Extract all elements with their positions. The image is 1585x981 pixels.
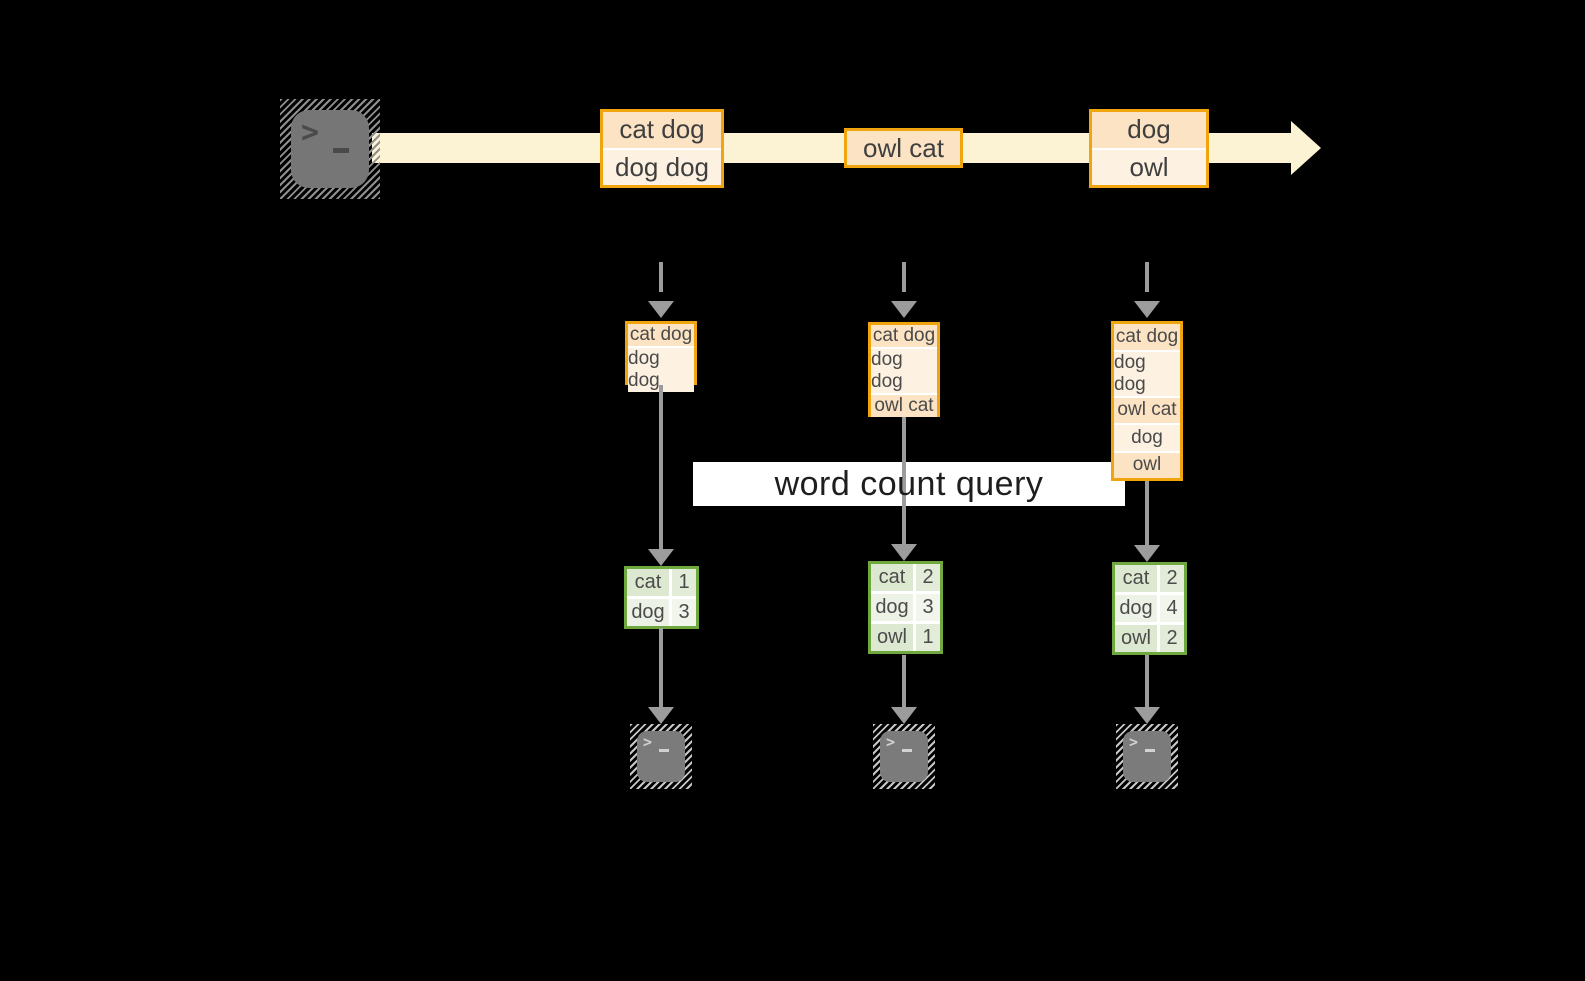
count-cell: 4	[1160, 595, 1184, 622]
count-table: cat 1 dog 3	[624, 566, 699, 629]
record-buffer: cat dog dog dog owl cat dog owl	[1111, 321, 1183, 481]
prompt-chevron-icon: >	[1129, 733, 1139, 751]
query-arrow-shaft	[659, 385, 663, 550]
ingest-arrow-shaft	[659, 262, 663, 292]
stream-record: dog dog	[603, 147, 721, 185]
terminal-screen: >	[637, 731, 685, 782]
ingest-arrow-shaft	[902, 262, 906, 292]
count-cell: 2	[1160, 565, 1184, 592]
output-terminal-icon: >	[1116, 724, 1178, 789]
stream-record-batch: owl cat	[844, 128, 963, 168]
prompt-cursor-icon	[1145, 749, 1155, 752]
stream-arrowhead-icon	[1291, 121, 1321, 175]
prompt-chevron-icon: >	[301, 115, 320, 150]
buffered-record: cat dog	[871, 325, 937, 347]
query-arrow-head-icon	[648, 549, 674, 566]
word-cell: owl	[1115, 625, 1157, 652]
terminal-screen: >	[291, 110, 369, 188]
output-arrow-shaft	[902, 655, 906, 708]
stream-record-batch: cat dog dog dog	[600, 109, 724, 188]
stream-record: cat dog	[603, 112, 721, 148]
output-terminal-icon: >	[873, 724, 935, 789]
word-cell: cat	[1115, 565, 1157, 592]
prompt-chevron-icon: >	[643, 733, 653, 751]
count-cell: 3	[672, 599, 696, 626]
count-cell: 2	[916, 564, 940, 591]
stream-record: dog	[1092, 112, 1206, 148]
count-cell: 1	[916, 624, 940, 651]
record-buffer: cat dog dog dog	[625, 321, 697, 392]
ingest-arrow-shaft	[1145, 262, 1149, 292]
word-cell: dog	[871, 594, 913, 621]
word-cell: cat	[627, 569, 669, 596]
query-banner-label: word count query	[774, 464, 1044, 503]
buffered-record: cat dog	[628, 324, 694, 346]
prompt-chevron-icon: >	[886, 733, 896, 751]
word-cell: dog	[1115, 595, 1157, 622]
buffered-record: dog dog	[871, 347, 937, 393]
ingest-arrow-head-icon	[648, 301, 674, 318]
terminal-screen: >	[880, 731, 928, 782]
buffered-record: dog dog	[1114, 349, 1180, 396]
ingest-arrow-head-icon	[1134, 301, 1160, 318]
word-cell: dog	[627, 599, 669, 626]
ingest-arrow-head-icon	[891, 301, 917, 318]
source-terminal-icon: >	[280, 99, 380, 199]
word-cell: cat	[871, 564, 913, 591]
prompt-cursor-icon	[333, 148, 349, 153]
output-arrow-head-icon	[648, 707, 674, 724]
stream-record-batch: dog owl	[1089, 109, 1209, 188]
query-arrow-head-icon	[1134, 545, 1160, 562]
stream-record: owl cat	[847, 131, 960, 165]
word-cell: owl	[871, 624, 913, 651]
count-table: cat 2 dog 3 owl 1	[868, 561, 943, 654]
prompt-cursor-icon	[659, 749, 669, 752]
query-arrow-shaft	[902, 417, 906, 545]
output-arrow-shaft	[1145, 655, 1149, 708]
prompt-cursor-icon	[902, 749, 912, 752]
count-cell: 3	[916, 594, 940, 621]
output-terminal-icon: >	[630, 724, 692, 789]
buffered-record: owl cat	[871, 393, 937, 417]
query-banner	[693, 462, 1125, 506]
output-arrow-head-icon	[891, 707, 917, 724]
output-arrow-head-icon	[1134, 707, 1160, 724]
terminal-screen: >	[1123, 731, 1171, 782]
buffered-record: owl	[1114, 450, 1180, 478]
buffered-record: owl cat	[1114, 395, 1180, 423]
buffered-record: dog dog	[628, 346, 694, 392]
count-cell: 2	[1160, 625, 1184, 652]
count-table: cat 2 dog 4 owl 2	[1112, 562, 1187, 655]
output-arrow-shaft	[659, 628, 663, 708]
buffered-record: dog	[1114, 423, 1180, 451]
count-cell: 1	[672, 569, 696, 596]
record-buffer: cat dog dog dog owl cat	[868, 322, 940, 417]
query-arrow-shaft	[1145, 481, 1149, 546]
buffered-record: cat dog	[1114, 324, 1180, 350]
stream-record: owl	[1092, 147, 1206, 185]
query-arrow-head-icon	[891, 544, 917, 561]
